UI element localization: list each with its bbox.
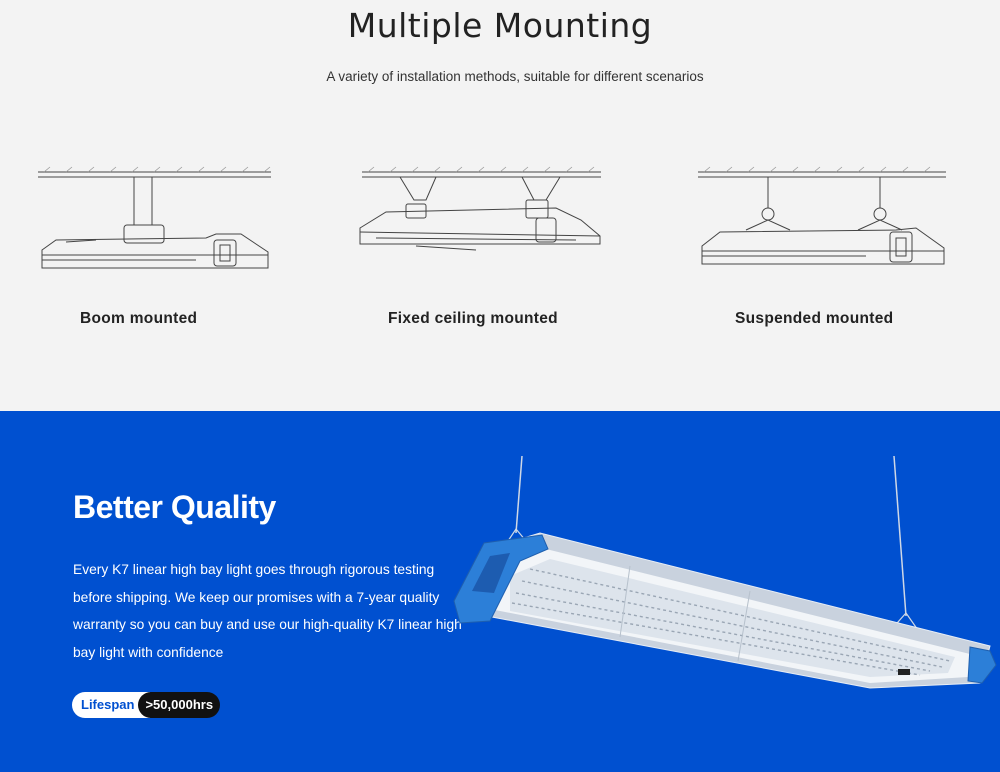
section-title: Multiple Mounting <box>347 6 653 45</box>
fixed-ceiling-mount-illustration <box>356 160 606 260</box>
linear-high-bay-light-image <box>450 451 998 696</box>
fixed-ceiling-mount-label: Fixed ceiling mounted <box>388 310 558 327</box>
boom-mount-label: Boom mounted <box>80 310 198 327</box>
boom-mount-illustration <box>36 160 276 275</box>
quality-section: Better Quality Every K7 linear high bay … <box>0 411 1000 772</box>
lifespan-badge: Lifespan >50,000hrs <box>72 692 221 718</box>
suspended-mount-illustration <box>696 160 951 272</box>
quality-description: Every K7 linear high bay light goes thro… <box>73 562 462 660</box>
quality-title: Better Quality <box>73 489 276 525</box>
lifespan-label: Lifespan <box>72 692 151 718</box>
mounting-section: Multiple Mounting A variety of installat… <box>36 6 951 327</box>
section-subtitle: A variety of installation methods, suita… <box>326 69 704 84</box>
lifespan-value: >50,000hrs <box>138 692 221 718</box>
suspended-mount-label: Suspended mounted <box>735 310 894 327</box>
